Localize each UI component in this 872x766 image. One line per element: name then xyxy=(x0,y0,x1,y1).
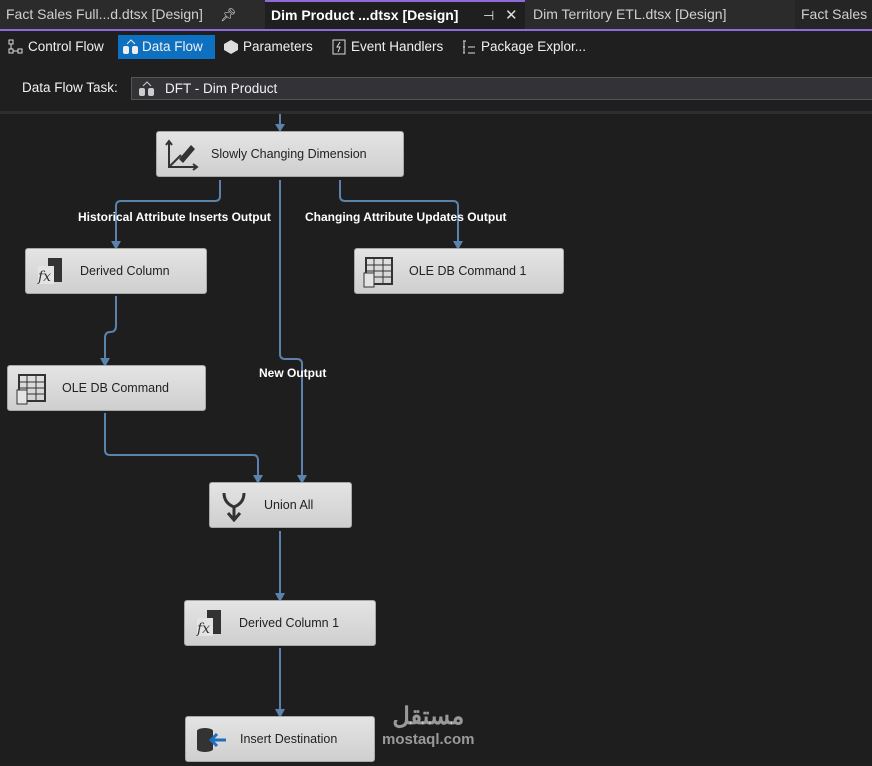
node-union-all[interactable]: Union All xyxy=(209,482,352,528)
derived-column-icon: fx xyxy=(196,610,221,637)
tab-fact-sales[interactable]: Fact Sales I xyxy=(795,0,872,29)
data-flow-task-label: Data Flow Task: xyxy=(22,80,118,95)
data-flow-task-row: Data Flow Task: DFT - Dim Product xyxy=(0,76,872,102)
union-all-icon xyxy=(222,492,246,522)
tab-parameters[interactable]: Parameters xyxy=(219,35,313,59)
close-icon[interactable]: ✕ xyxy=(505,7,518,24)
path-historical[interactable] xyxy=(115,180,221,248)
data-flow-icon xyxy=(139,81,154,96)
path-dc-ole[interactable] xyxy=(104,296,117,365)
scd-icon xyxy=(165,139,199,171)
ole-db-destination-icon xyxy=(197,728,226,752)
control-flow-icon xyxy=(8,39,23,54)
svg-text:fx: fx xyxy=(37,269,51,285)
data-flow-task-dropdown[interactable]: DFT - Dim Product xyxy=(131,77,872,100)
path-label-historical: Historical Attribute Inserts Output xyxy=(78,210,271,224)
node-insert-destination[interactable]: Insert Destination xyxy=(185,716,375,762)
node-slowly-changing-dimension[interactable]: Slowly Changing Dimension xyxy=(156,131,404,177)
node-ole-db-command-1[interactable]: OLE DB Command 1 xyxy=(354,248,564,294)
document-tabs: Fact Sales Full...d.dtsx [Design]📌︎ Dim … xyxy=(0,0,872,31)
tab-package-explorer[interactable]: Package Explor... xyxy=(457,35,586,59)
data-paths xyxy=(100,114,463,718)
ole-db-command-icon xyxy=(363,257,393,288)
event-handlers-icon xyxy=(332,39,346,55)
tab-data-flow[interactable]: Data Flow xyxy=(118,35,215,59)
tab-dim-product[interactable]: Dim Product ...dtsx [Design]⊣✕ xyxy=(265,0,525,29)
tab-event-handlers[interactable]: Event Handlers xyxy=(327,35,443,59)
path-label-changing: Changing Attribute Updates Output xyxy=(305,210,507,224)
tab-control-flow[interactable]: Control Flow xyxy=(4,35,104,59)
derived-column-icon: fx xyxy=(37,258,62,285)
designer-toolbar: Control Flow Data Flow Parameters Event … xyxy=(0,33,872,61)
path-changing[interactable] xyxy=(339,180,459,248)
tab-dim-territory[interactable]: Dim Territory ETL.dtsx [Design] xyxy=(533,6,727,22)
design-canvas[interactable]: Historical Attribute Inserts Output Chan… xyxy=(0,111,872,763)
pin-icon[interactable]: 📌︎ xyxy=(220,7,237,22)
data-flow-icon xyxy=(123,39,138,54)
node-ole-db-command[interactable]: OLE DB Command xyxy=(7,365,206,411)
path-new[interactable] xyxy=(279,180,303,482)
ole-db-command-icon xyxy=(16,374,46,405)
pin-icon[interactable]: ⊣ xyxy=(483,8,495,23)
path-label-new: New Output xyxy=(259,366,327,380)
svg-text:fx: fx xyxy=(196,621,210,637)
package-explorer-icon xyxy=(463,40,475,54)
path-ole-union[interactable] xyxy=(104,413,259,482)
parameters-icon xyxy=(224,40,238,54)
tab-fact-sales-full[interactable]: Fact Sales Full...d.dtsx [Design]📌︎ xyxy=(0,0,262,29)
